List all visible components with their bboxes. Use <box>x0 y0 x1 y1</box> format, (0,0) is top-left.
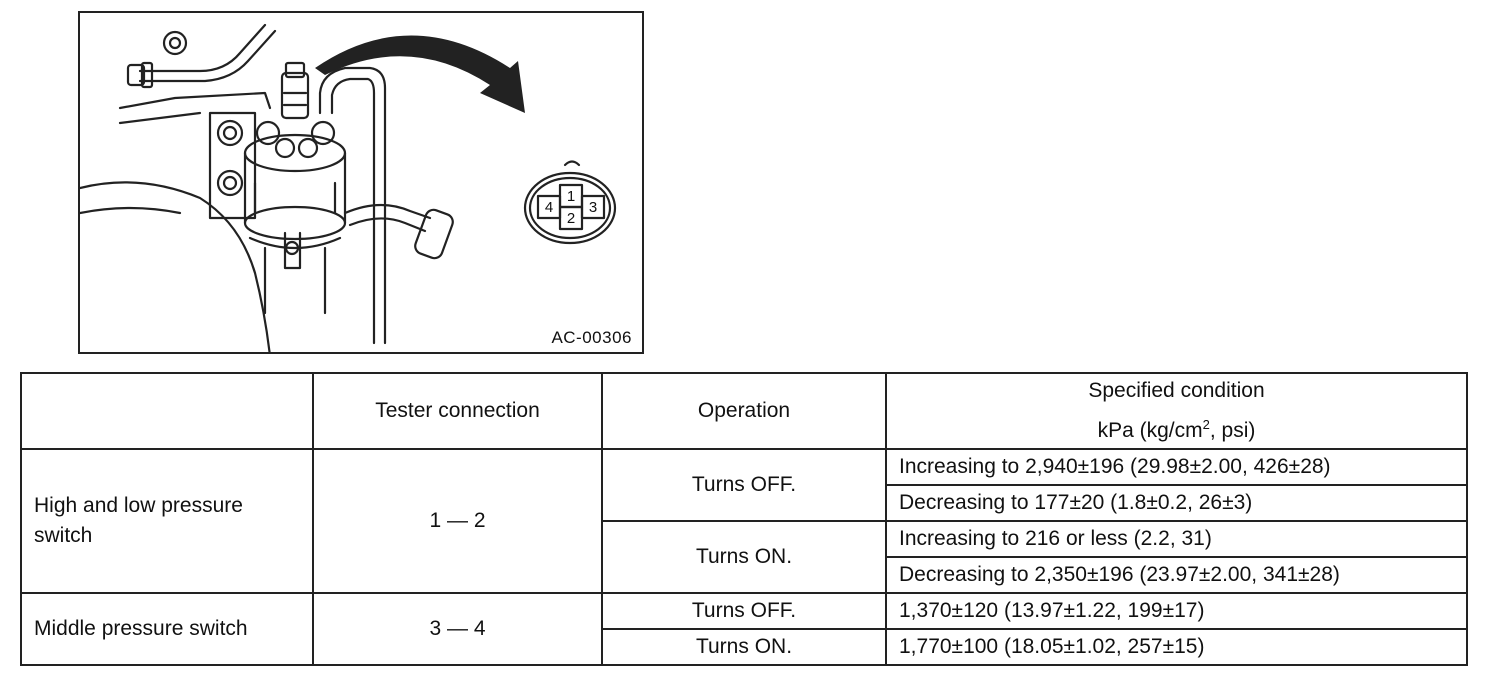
component-name: Middle pressure switch <box>20 592 314 666</box>
table-row: Middle pressure switch 3 — 4 Turns OFF. … <box>20 592 1468 666</box>
header-specified-condition: Specified condition kPa (kg/cm2, psi) <box>885 372 1468 450</box>
header-component <box>20 372 314 450</box>
header-operation: Operation <box>601 372 887 450</box>
condition: Decreasing to 2,350±196 (23.97±2.00, 341… <box>885 556 1468 594</box>
table-row: Turns ON. 1,770±100 (18.05±1.02, 257±15) <box>21 628 1468 666</box>
header-spec-line2: kPa (kg/cm2, psi) <box>1097 417 1256 442</box>
table-row: High and low pressure switch 1 — 2 Turns… <box>20 448 1468 594</box>
connector-pin-1: 1 <box>567 188 575 205</box>
pressure-switch-illustration: 1 2 3 4 AC-00306 <box>78 11 644 354</box>
connector-pin-2: 2 <box>567 210 575 227</box>
operation: Turns OFF. <box>601 592 887 630</box>
condition: 1,370±120 (13.97±1.22, 199±17) <box>885 592 1468 630</box>
header-tester-connection: Tester connection <box>312 372 603 450</box>
tester-connection: 1 — 2 <box>312 448 603 594</box>
operation: Turns ON. <box>601 520 887 594</box>
operation: Turns ON. <box>601 628 887 666</box>
condition: Increasing to 216 or less (2.2, 31) <box>885 520 1468 558</box>
table-row: Turns ON. Increasing to 216 or less (2.2… <box>21 520 1468 594</box>
tester-connection: 3 — 4 <box>312 592 603 666</box>
condition: Increasing to 2,940±196 (29.98±2.00, 426… <box>885 448 1468 486</box>
header-spec-line1: Specified condition <box>1088 379 1265 402</box>
component-name: High and low pressure switch <box>20 448 314 594</box>
pressure-switch-spec-table: Tester connection Operation Specified co… <box>20 372 1468 666</box>
table-row: Decreasing to 2,350±196 (23.97±2.00, 341… <box>21 556 1468 594</box>
connector-pin-4: 4 <box>545 199 553 216</box>
operation: Turns OFF. <box>601 448 887 522</box>
pressure-switch-drawing: 1 2 3 4 <box>80 23 617 352</box>
table-header-row: Tester connection Operation Specified co… <box>20 372 1468 450</box>
connector-pin-3: 3 <box>589 199 597 216</box>
condition: 1,770±100 (18.05±1.02, 257±15) <box>885 628 1468 666</box>
figure-code: AC-00306 <box>551 328 632 347</box>
condition: Decreasing to 177±20 (1.8±0.2, 26±3) <box>885 484 1468 522</box>
table-row: Decreasing to 177±20 (1.8±0.2, 26±3) <box>21 484 1468 522</box>
